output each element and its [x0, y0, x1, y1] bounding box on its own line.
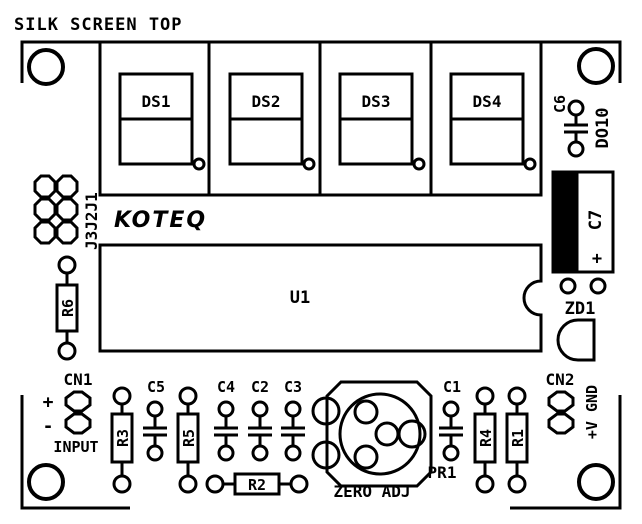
c3-label: C3: [284, 378, 302, 396]
r4-label: R4: [477, 429, 495, 447]
page-title: SILK SCREEN TOP: [14, 15, 183, 35]
cn1-input-label: INPUT: [53, 438, 98, 456]
mounting-hole-top-left: [27, 48, 65, 86]
jumper-block: [33, 174, 79, 245]
c7-plus-label: +: [592, 249, 602, 269]
logo: KOTEQ: [114, 208, 207, 233]
mounting-hole-top-right: [577, 47, 615, 85]
r5-label: R5: [180, 429, 198, 447]
digit-ds1: DS1: [118, 72, 206, 171]
c7-label: C7: [586, 210, 606, 230]
jumper-label: J3J2J1: [82, 192, 101, 250]
digit-ds3: DS3: [338, 72, 426, 171]
c1-label: C1: [443, 378, 461, 396]
ic-u1: U1: [98, 243, 543, 353]
capacitor-c2: C2: [248, 378, 272, 462]
resistor-r2: R2: [205, 472, 309, 496]
ds3-label: DS3: [362, 92, 391, 111]
pr1-label: PR1: [428, 463, 457, 482]
capacitor-c7: C7 +: [551, 170, 615, 295]
cn2-label: CN2: [546, 370, 575, 389]
digit-ds4: DS4: [449, 72, 537, 171]
cn1-minus-label: -: [43, 416, 54, 437]
ds2-label: DS2: [252, 92, 281, 111]
resistor-r5: R5: [176, 386, 200, 494]
cn1-plus-label: +: [43, 392, 54, 413]
zener-zd1: ZD1: [556, 299, 596, 362]
ds1-label: DS1: [142, 92, 171, 111]
digit-ds2: DS2: [228, 72, 316, 171]
connector-cn2: CN2 +V GND: [546, 370, 601, 439]
corner-bracket-bottom-left: [20, 395, 130, 510]
resistor-r6: R6: [55, 255, 79, 361]
r1-label: R1: [509, 429, 527, 447]
c6-label: C6: [551, 95, 569, 113]
corner-bracket-top-left: [20, 40, 130, 83]
mounting-hole-bottom-right: [577, 463, 615, 501]
c5-label: C5: [147, 378, 165, 396]
display-module: [98, 40, 543, 197]
resistor-r1: R1: [505, 386, 529, 494]
cn1-label: CN1: [64, 370, 93, 389]
resistor-r4: R4: [473, 386, 497, 494]
mounting-hole-bottom-left: [27, 463, 65, 501]
trimmer-caption: ZERO ADJ: [333, 482, 410, 501]
capacitor-c5: C5: [143, 378, 167, 462]
cn2-pins-label: +V GND: [583, 385, 601, 439]
capacitor-c3: C3: [281, 378, 305, 462]
capacitor-c6: C6: [551, 95, 588, 158]
trimmer-pr1: ZERO ADJ PR1: [311, 380, 457, 501]
do10-label: DO10: [593, 108, 613, 149]
r3-label: R3: [114, 429, 132, 447]
ds4-label: DS4: [473, 92, 502, 111]
corner-bracket-bottom-right: [510, 395, 622, 510]
resistor-r3: R3: [110, 386, 134, 494]
capacitor-c1: C1: [439, 378, 463, 462]
corner-bracket-top-right: [510, 40, 622, 83]
zd1-label: ZD1: [565, 299, 596, 319]
u1-label: U1: [290, 288, 310, 308]
c2-label: C2: [251, 378, 269, 396]
connector-cn1: CN1 + - INPUT: [43, 370, 99, 456]
c4-label: C4: [217, 378, 235, 396]
r6-label: R6: [59, 299, 77, 317]
capacitor-c4: C4: [214, 378, 238, 462]
r2-label: R2: [248, 476, 266, 494]
